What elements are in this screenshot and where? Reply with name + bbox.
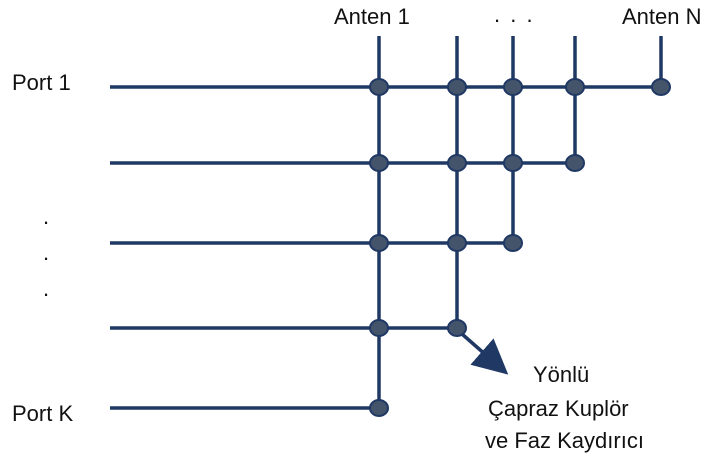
port-k-label: Port K bbox=[12, 401, 74, 426]
port-ellipsis-dot-1: . bbox=[43, 204, 50, 229]
coupler-node-r2-c2 bbox=[447, 154, 467, 172]
coupler-annotation-line-2: Çapraz Kuplör bbox=[488, 396, 629, 421]
annotation-arrow bbox=[460, 332, 509, 375]
antenna-1-label: Anten 1 bbox=[334, 4, 410, 29]
coupler-node-r3-c3 bbox=[503, 234, 523, 252]
coupler-annotation-line-1: Yönlü bbox=[533, 362, 590, 387]
coupler-node-r1-c3 bbox=[503, 78, 523, 96]
coupler-node-r2-c4 bbox=[565, 154, 585, 172]
coupler-node-r3-c2 bbox=[447, 234, 467, 252]
port-ellipsis-dot-2: . bbox=[43, 240, 50, 265]
coupler-node-r1-c1 bbox=[369, 78, 389, 96]
port-ellipsis-dot-3: . bbox=[43, 276, 50, 301]
coupler-node-r4-c2 bbox=[447, 319, 467, 337]
port-1-label: Port 1 bbox=[12, 70, 71, 95]
coupler-node-r5-c1 bbox=[369, 399, 389, 417]
antenna-n-label: Anten N bbox=[622, 4, 702, 29]
coupler-node-r2-c3 bbox=[503, 154, 523, 172]
coupler-node-r4-c1 bbox=[369, 319, 389, 337]
coupler-node-r1-c2 bbox=[447, 78, 467, 96]
coupler-annotation-line-3: ve Faz Kaydırıcı bbox=[485, 428, 644, 453]
coupler-node-r1-c4 bbox=[565, 78, 585, 96]
antenna-ellipsis-label: . . . bbox=[494, 2, 535, 27]
coupler-node-r3-c1 bbox=[369, 234, 389, 252]
coupler-node-r2-c1 bbox=[369, 154, 389, 172]
coupler-node-r1-c5 bbox=[651, 78, 671, 96]
